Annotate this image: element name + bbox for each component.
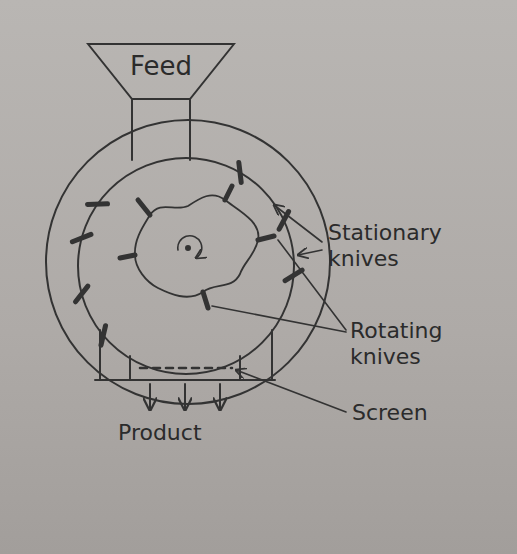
part-label: Screen (352, 400, 472, 426)
rotation-arrow (178, 236, 202, 258)
screen (140, 367, 232, 370)
screen-base (95, 379, 275, 381)
screen-side (271, 330, 273, 380)
part-label: Rotating knives (350, 318, 500, 371)
leader-line (298, 250, 322, 255)
stationary-knives (72, 163, 302, 346)
rotating-knives (120, 186, 274, 308)
part-label: Stationary knives (328, 220, 478, 273)
hopper-label: Feed (86, 42, 236, 82)
product-arrow (219, 384, 221, 410)
hopper-neck (131, 100, 133, 160)
leader-line (274, 205, 322, 242)
product-arrow (149, 384, 151, 410)
screen-wall (129, 356, 131, 380)
inner-chamber (78, 158, 294, 374)
leader-line (212, 306, 346, 332)
hopper-neck (189, 100, 191, 160)
screen-wall (239, 356, 241, 380)
feed-hopper: Feed (86, 42, 236, 100)
rotor (135, 195, 259, 296)
rotor-axis (186, 246, 190, 250)
product-arrow (184, 384, 186, 410)
leader-line (236, 370, 346, 412)
output-label: Product (118, 420, 258, 446)
outer-housing (46, 120, 330, 404)
